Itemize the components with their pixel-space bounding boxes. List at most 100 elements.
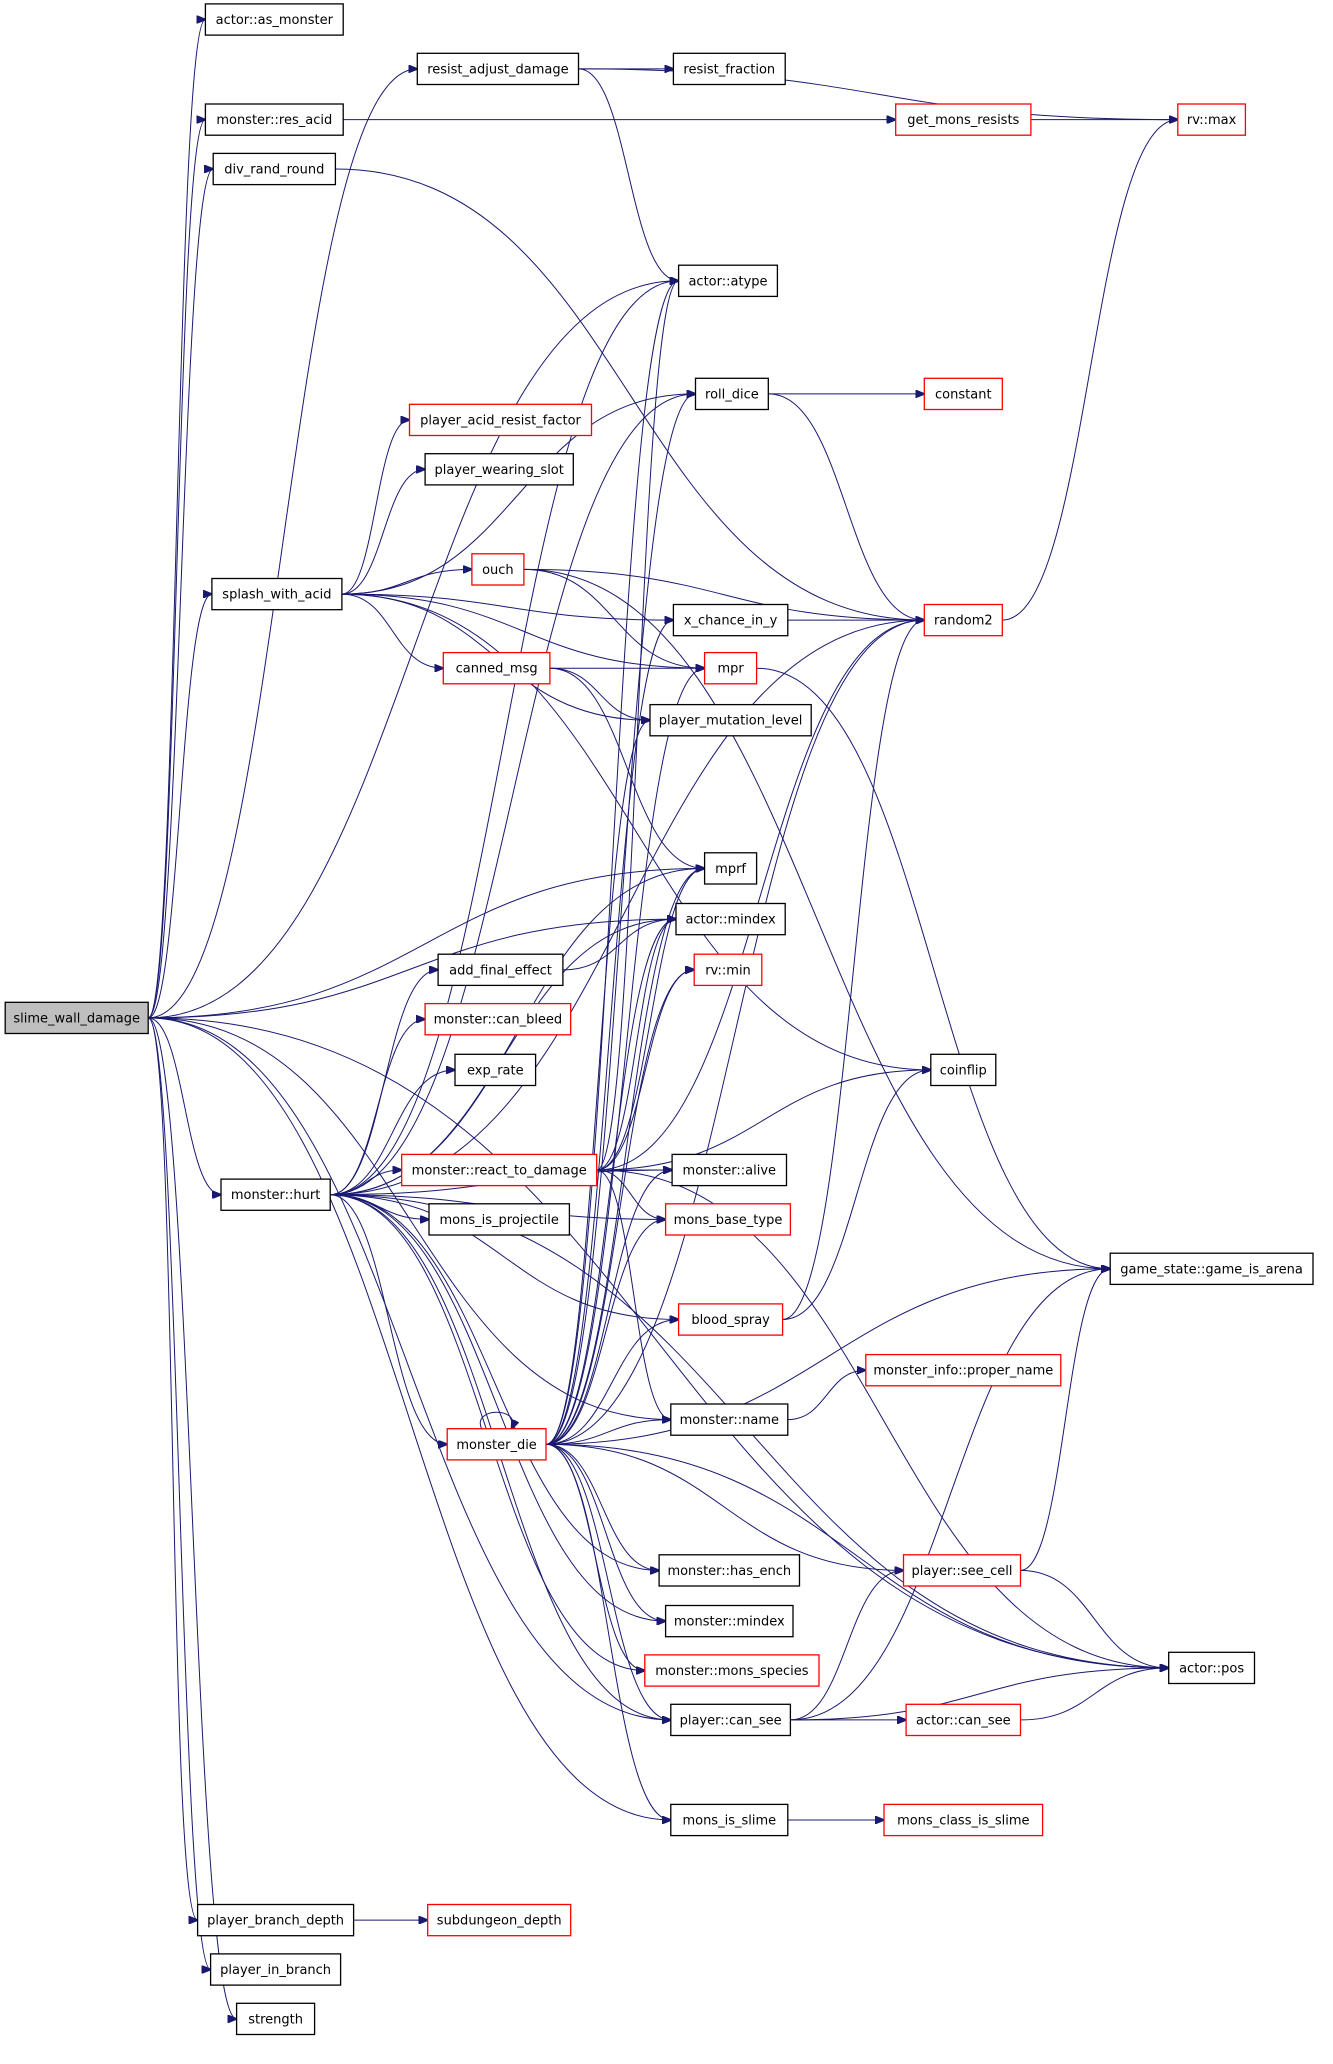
graph-node-actor-can-see[interactable]: actor::can_see	[905, 1703, 1022, 1737]
graph-node-react-to-damage[interactable]: monster::react_to_damage	[401, 1153, 598, 1187]
graph-node-canned-msg[interactable]: canned_msg	[442, 651, 551, 685]
edge-arrow	[596, 919, 676, 1171]
node-box	[677, 1303, 784, 1336]
graph-node-resist-adjust-damage[interactable]: resist_adjust_damage	[416, 52, 580, 86]
edge-monster-die-to-see-cell	[545, 1443, 904, 1570]
graph-node-actor-pos[interactable]: actor::pos	[1168, 1651, 1256, 1685]
node-label: mons_class_is_slime	[897, 1814, 1029, 1829]
graph-node-player-branch-depth[interactable]: player_branch_depth	[196, 1903, 355, 1937]
edge-monster-die-to-player-can-see	[545, 1443, 671, 1720]
edge-react-to-damage-to-random2	[596, 620, 925, 1171]
graph-node-as-monster[interactable]: actor::as_monster	[204, 3, 344, 36]
graph-node-div-rand-round[interactable]: div_rand_round	[212, 152, 337, 186]
edge-arrow	[341, 569, 472, 595]
node-box	[437, 953, 564, 987]
node-box	[442, 651, 551, 685]
graph-node-blood-spray[interactable]: blood_spray	[677, 1303, 784, 1336]
node-box	[703, 651, 758, 685]
node-box	[212, 152, 337, 186]
graph-node-mons-base-type[interactable]: mons_base_type	[664, 1203, 792, 1236]
edge-monster-die-to-blood-spray	[545, 1320, 679, 1445]
graph-node-coinflip[interactable]: coinflip	[930, 1053, 997, 1087]
node-label: game_state::game_is_arena	[1120, 1262, 1303, 1277]
graph-node-res-acid[interactable]: monster::res_acid	[204, 103, 344, 136]
node-label: monster::res_acid	[216, 113, 332, 128]
graph-node-mons-is-slime[interactable]: mons_is_slime	[670, 1803, 789, 1837]
graph-node-mons-species[interactable]: monster::mons_species	[644, 1654, 820, 1687]
edge-arrow	[545, 1443, 659, 1570]
graph-node-mons-class-is-slime[interactable]: mons_class_is_slime	[883, 1803, 1044, 1837]
node-box	[930, 1053, 997, 1087]
graph-node-game-is-arena[interactable]: game_state::game_is_arena	[1109, 1252, 1314, 1286]
node-label: blood_spray	[691, 1313, 770, 1328]
edge-arrow	[1002, 120, 1178, 621]
node-box	[416, 52, 580, 86]
node-label: monster::mons_species	[655, 1664, 809, 1679]
graph-node-constant[interactable]: constant	[923, 377, 1003, 411]
edge-arrow	[562, 919, 676, 971]
edge-arrow	[330, 1194, 678, 1320]
graph-node-exp-rate[interactable]: exp_rate	[454, 1053, 537, 1087]
graph-node-player-mutation-level[interactable]: player_mutation_level	[649, 703, 812, 737]
graph-node-splash-with-acid[interactable]: splash_with_acid	[211, 577, 343, 611]
node-box	[675, 902, 786, 936]
edge-arrow	[596, 970, 695, 1171]
graph-node-alive[interactable]: monster::alive	[671, 1153, 788, 1187]
edge-arrow	[545, 1443, 904, 1570]
graph-node-rv-max[interactable]: rv::max	[1177, 103, 1247, 136]
graph-node-player-wearing-slot[interactable]: player_wearing_slot	[424, 453, 574, 486]
graph-node-resist-fraction[interactable]: resist_fraction	[672, 52, 786, 86]
node-label: coinflip	[940, 1063, 987, 1078]
edge-monster-die-to-alive	[545, 1170, 672, 1445]
node-label: monster::react_to_damage	[412, 1164, 587, 1179]
graph-node-monster-die[interactable]: monster_die	[446, 1428, 547, 1461]
edge-root-to-player-in-branch	[147, 1017, 210, 1970]
graph-node-see-cell[interactable]: player::see_cell	[902, 1554, 1022, 1587]
graph-node-x-chance-in-y[interactable]: x_chance_in_y	[672, 603, 789, 637]
edge-monster-die-to-random2	[545, 620, 924, 1445]
graph-node-get-mons-resists[interactable]: get_mons_resists	[895, 103, 1032, 136]
node-label: ouch	[482, 563, 514, 578]
node-box	[677, 264, 779, 298]
graph-node-subdungeon-depth[interactable]: subdungeon_depth	[427, 1903, 572, 1937]
graph-node-has-ench[interactable]: monster::has_ench	[658, 1554, 801, 1587]
edge-arrow	[782, 1070, 931, 1320]
edge-arrow	[545, 1443, 671, 1720]
graph-node-mon-mindex[interactable]: monster::mindex	[664, 1604, 794, 1638]
graph-node-roll-dice[interactable]: roll_dice	[694, 377, 769, 411]
graph-node-add-final-effect[interactable]: add_final_effect	[437, 953, 564, 987]
graph-node-atype[interactable]: actor::atype	[677, 264, 779, 298]
graph-node-random2[interactable]: random2	[923, 603, 1003, 637]
edge-root-to-atype	[148, 281, 678, 1019]
node-box	[923, 377, 1003, 411]
edge-arrow	[148, 1017, 671, 1420]
graph-node-player-in-branch[interactable]: player_in_branch	[209, 1953, 342, 1986]
edge-resist-adjust-damage-to-atype	[578, 68, 679, 281]
graph-node-mindex[interactable]: actor::mindex	[675, 902, 786, 936]
node-box	[446, 1428, 547, 1461]
graph-node-root[interactable]: slime_wall_damage	[4, 1001, 149, 1035]
graph-node-mons-is-projectile[interactable]: mons_is_projectile	[428, 1203, 571, 1236]
graph-node-hurt[interactable]: monster::hurt	[220, 1178, 331, 1211]
node-label: splash_with_acid	[222, 588, 331, 603]
graph-node-rv-min[interactable]: rv::min	[693, 953, 763, 987]
edge-monster-die-to-mon-mindex	[545, 1443, 666, 1621]
graph-node-player-acid-resist-factor[interactable]: player_acid_resist_factor	[408, 403, 593, 437]
edge-mpr-to-game-is-arena	[756, 667, 1111, 1269]
node-label: player::can_see	[680, 1713, 782, 1728]
graph-node-mprf[interactable]: mprf	[703, 852, 758, 885]
graph-node-mpr[interactable]: mpr	[703, 651, 758, 685]
graph-node-player-can-see[interactable]: player::can_see	[670, 1703, 792, 1737]
edge-arrow	[545, 1170, 672, 1445]
edge-arrow	[545, 1443, 1169, 1668]
graph-node-mon-name[interactable]: monster::name	[670, 1403, 789, 1436]
graph-node-ouch[interactable]: ouch	[471, 553, 525, 586]
graph-node-proper-name[interactable]: monster_info::proper_name	[865, 1353, 1062, 1387]
node-label: player::see_cell	[911, 1564, 1012, 1579]
node-label: monster::has_ench	[667, 1564, 791, 1579]
graph-node-can-bleed[interactable]: monster::can_bleed	[424, 1002, 572, 1036]
edge-arrow	[596, 1169, 671, 1420]
edge-arrow	[545, 1320, 679, 1445]
graph-node-strength[interactable]: strength	[235, 2002, 316, 2036]
edge-player-can-see-to-game-is-arena	[790, 1269, 1110, 1721]
